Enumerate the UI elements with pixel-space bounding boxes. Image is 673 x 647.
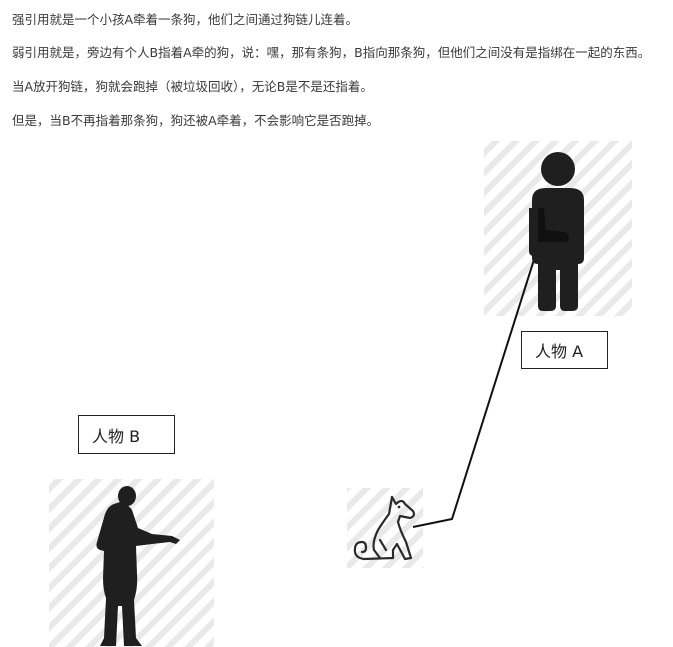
leash-line (412, 246, 539, 528)
label-person-b: 人物 B (78, 415, 175, 454)
paragraph-weak-reference: 弱引用就是，旁边有个人B指着A牵的狗，说：嘿，那有条狗，B指向那条狗，但他们之间… (12, 45, 651, 60)
reference-illustration: 人物 A 人物 B (0, 138, 673, 647)
paragraph-release-leash: 当A放开狗链，狗就会跑掉（被垃圾回收），无论B是不是还指着。 (12, 79, 373, 94)
paragraph-stop-pointing: 但是，当B不再指着那条狗，狗还被A牵着，不会影响它是否跑掉。 (12, 113, 380, 128)
dog-icon (353, 495, 416, 561)
person-standing-icon (529, 152, 584, 311)
label-person-a: 人物 A (521, 331, 608, 369)
illustration-canvas (49, 141, 632, 647)
paragraph-strong-reference: 强引用就是一个小孩A牵着一条狗，他们之间通过狗链儿连着。 (12, 12, 359, 27)
person-pointing-icon (96, 486, 180, 646)
